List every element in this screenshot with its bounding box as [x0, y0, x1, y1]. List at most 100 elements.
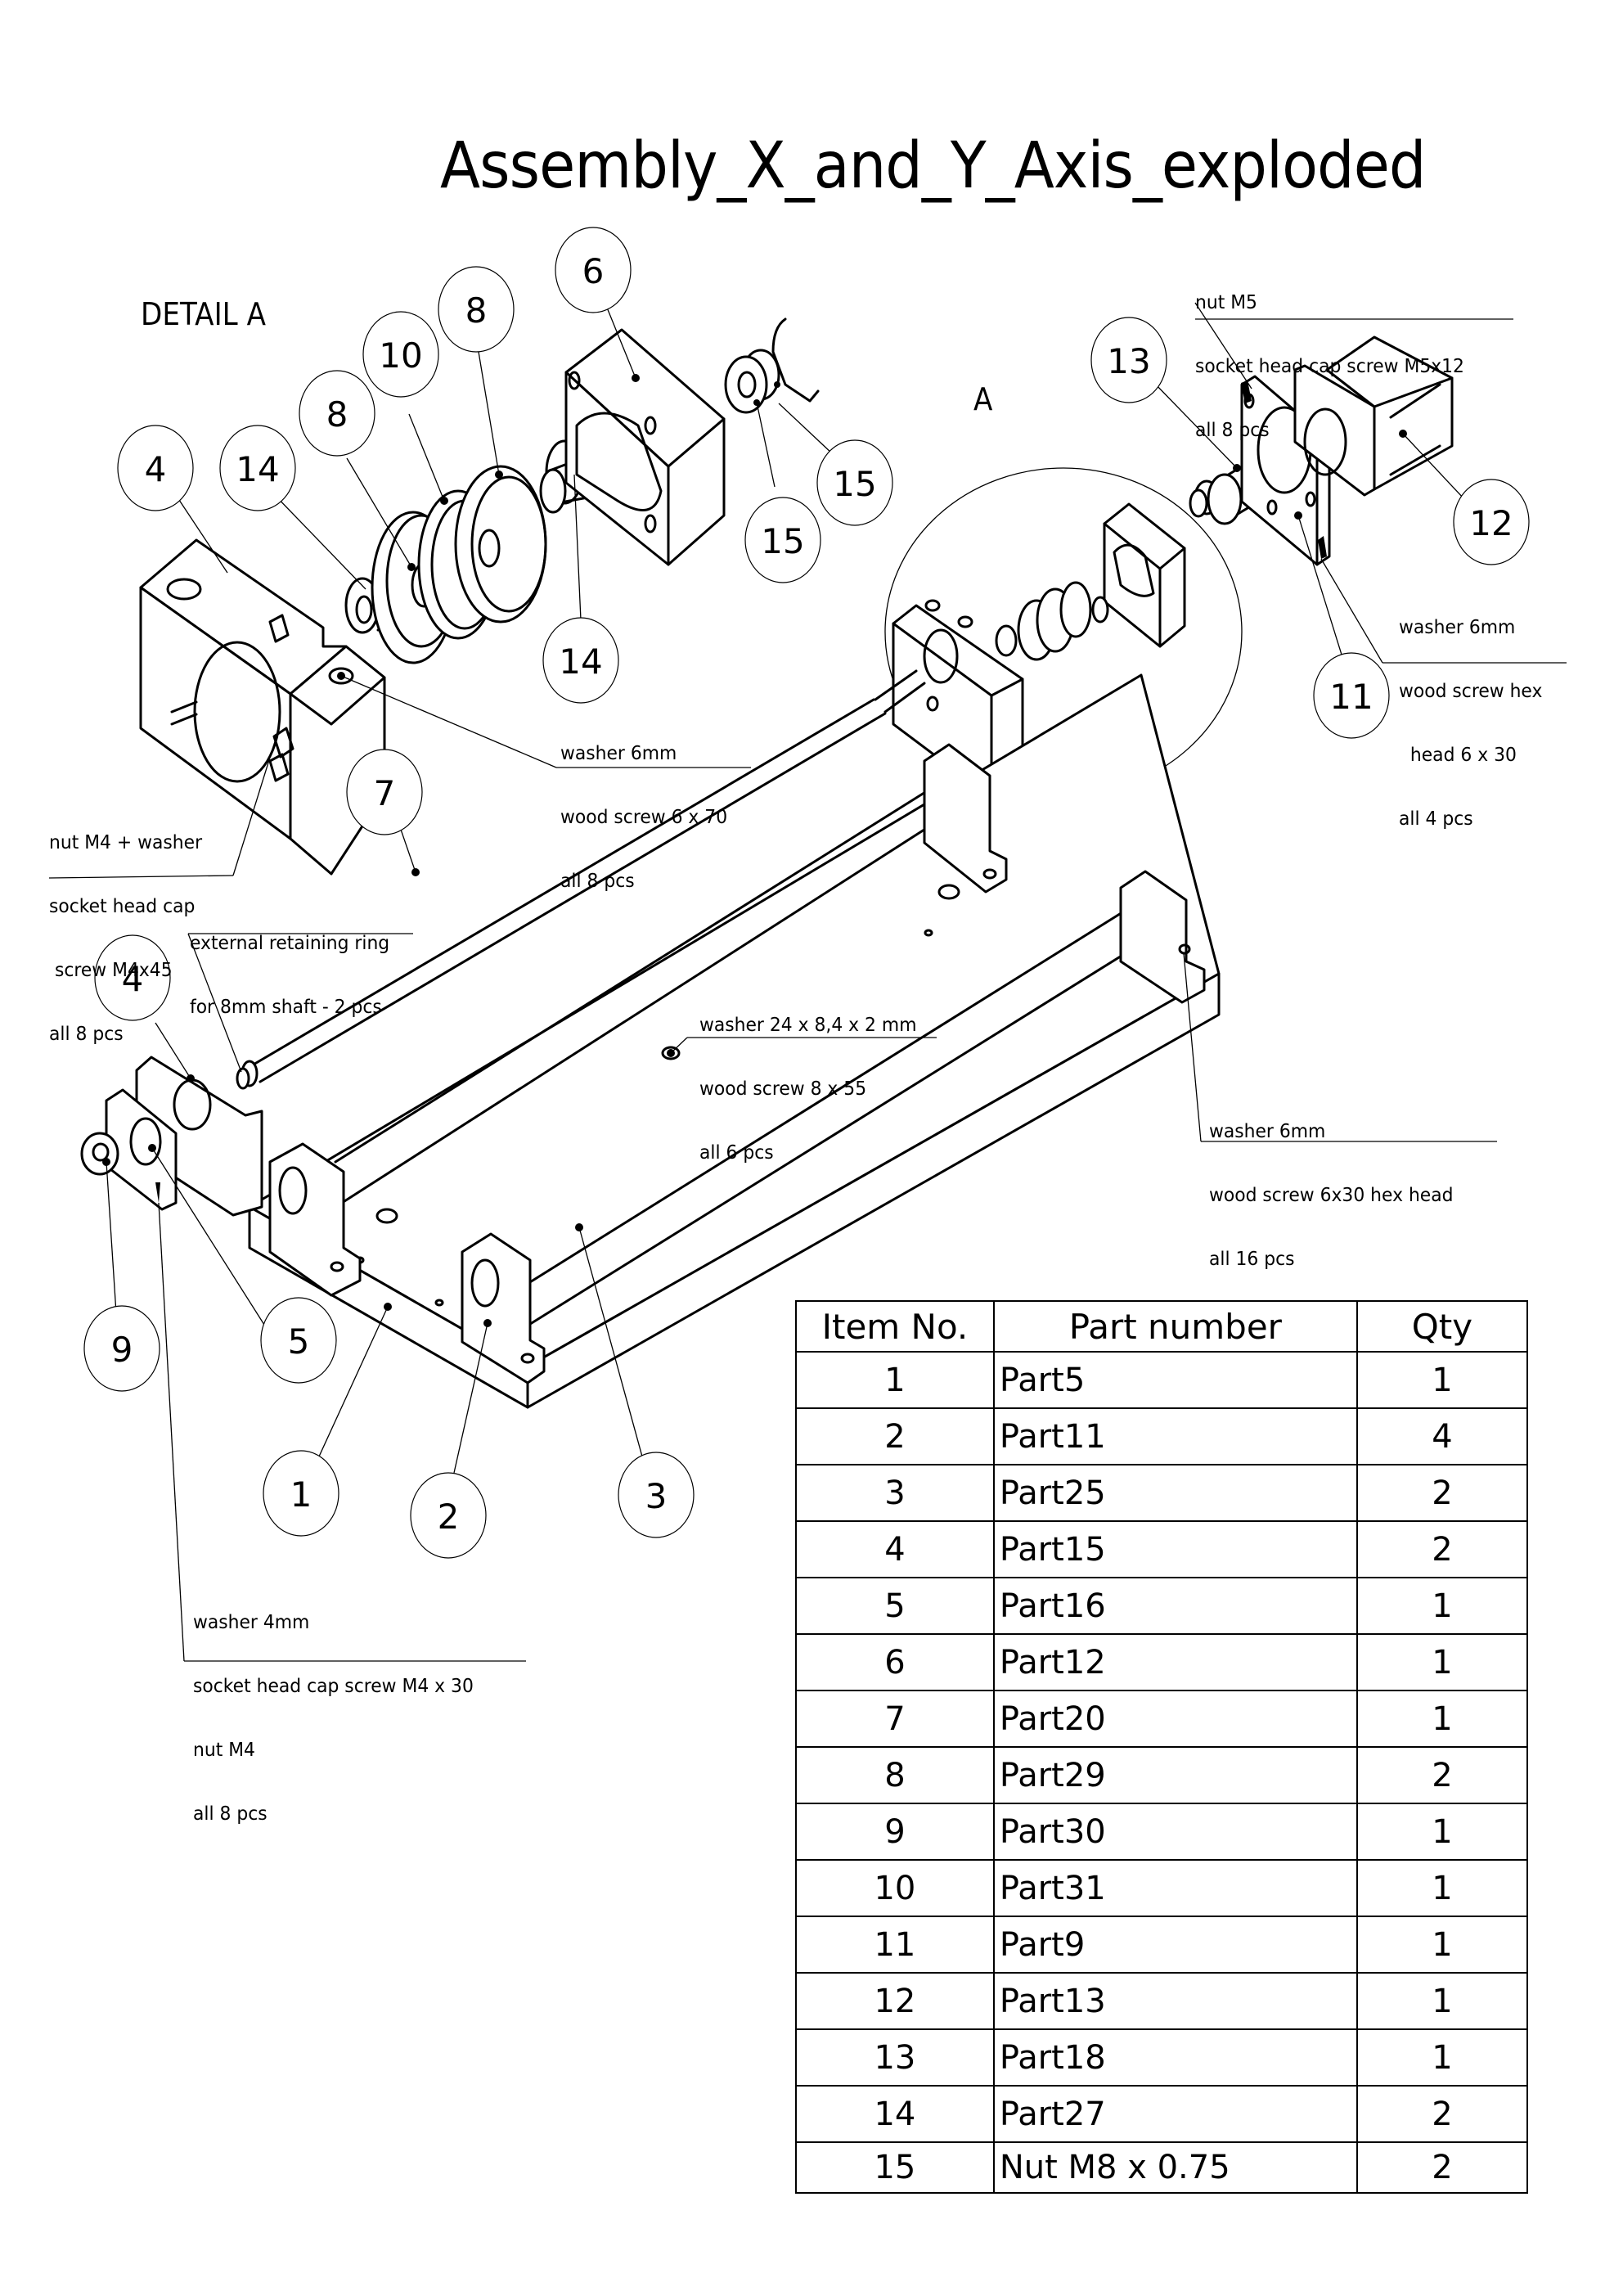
balloon-7: 7	[346, 749, 423, 835]
note-line: all 8 pcs	[560, 871, 635, 892]
bom-cell-part: Part30	[993, 1803, 1358, 1861]
balloon-label: 10	[379, 335, 422, 376]
note-retaining-ring: external retaining ring for 8mm shaft - …	[190, 890, 389, 1039]
note-line: external retaining ring	[190, 933, 390, 954]
part-stepper-motor-12	[1293, 335, 1454, 497]
bom-cell-qty: 1	[1355, 1690, 1529, 1748]
note-motor-screws: nut M5 socket head cap screw M5x12 all 8…	[1195, 250, 1464, 462]
balloon-1: 1	[263, 1450, 339, 1537]
note-support-screws: washer 6mm wood screw 6x30 hex head all …	[1209, 1078, 1454, 1291]
balloon-label: 14	[559, 642, 602, 682]
balloon-label: 8	[326, 394, 348, 434]
bom-cell-qty: 1	[1355, 2028, 1529, 2087]
part-coupling-set	[371, 465, 547, 664]
note-plate-screws: washer 4mm socket head cap screw M4 x 30…	[193, 1569, 474, 1846]
bom-cell-item: 8	[795, 1746, 995, 1804]
bom-cell-item: 3	[795, 1464, 995, 1522]
note-base-screws: washer 24 x 8,4 x 2 mm wood screw 8 x 55…	[699, 972, 916, 1185]
balloon-label: 12	[1469, 503, 1513, 543]
note-line: washer 24 x 8,4 x 2 mm	[699, 1015, 917, 1036]
bom-cell-item: 9	[795, 1803, 995, 1861]
balloon-label: 15	[761, 521, 804, 561]
note-line: socket head cap screw M4 x 30	[193, 1676, 474, 1697]
balloon-11: 11	[1313, 652, 1390, 739]
bom-cell-qty: 2	[1355, 2141, 1529, 2194]
bom-cell-item: 7	[795, 1690, 995, 1748]
bom-cell-qty: 1	[1355, 1633, 1529, 1691]
bom-cell-part: Part16	[993, 1577, 1358, 1635]
bom-cell-qty: 1	[1355, 1577, 1529, 1635]
bom-cell-item: 11	[795, 1916, 995, 1974]
note-line: wood screw hex	[1399, 681, 1543, 702]
note-line: all 8 pcs	[1195, 420, 1270, 441]
note-line: nut M5	[1195, 292, 1257, 313]
bom-cell-item: 13	[795, 2028, 995, 2087]
bom-cell-item: 15	[795, 2141, 995, 2194]
note-line: socket head cap	[49, 896, 196, 917]
note-line: all 8 pcs	[193, 1803, 268, 1825]
balloon-8-detail-b: 8	[438, 266, 515, 353]
balloon-6: 6	[555, 227, 632, 313]
part-nuts-15	[724, 317, 820, 414]
note-line: washer 6mm	[1399, 617, 1516, 638]
balloon-2: 2	[410, 1472, 487, 1559]
balloon-15-b: 15	[744, 497, 821, 583]
balloon-label: 14	[236, 449, 279, 489]
balloon-label: 5	[288, 1321, 310, 1362]
balloon-15-a: 15	[816, 439, 893, 526]
balloon-label: 15	[833, 464, 876, 504]
note-line: all 4 pcs	[1399, 808, 1473, 830]
note-bearing-screws: nut M4 + washer socket head cap screw M4…	[49, 790, 202, 1066]
note-line: all 8 pcs	[49, 1024, 124, 1045]
bom-cell-part: Part31	[993, 1859, 1358, 1917]
note-line: wood screw 6 x 70	[560, 807, 728, 828]
bom-cell-item: 5	[795, 1577, 995, 1635]
detail-circle-label: A	[973, 381, 993, 417]
bom-cell-part: Part15	[993, 1520, 1358, 1578]
bom-cell-qty: 1	[1355, 1859, 1529, 1917]
note-line: nut M4	[193, 1740, 255, 1761]
balloon-4-detail: 4	[117, 425, 194, 511]
balloon-8-detail-a: 8	[299, 370, 375, 457]
bom-cell-part: Part13	[993, 1972, 1358, 2030]
note-mount-screws: washer 6mm wood screw hex head 6 x 30 al…	[1399, 574, 1542, 851]
bom-cell-item: 10	[795, 1859, 995, 1917]
bom-cell-qty: 1	[1355, 1803, 1529, 1861]
bom-cell-item: 2	[795, 1407, 995, 1465]
balloon-3: 3	[618, 1452, 695, 1538]
part-rails-3	[334, 776, 1147, 1327]
detail-view-label: DETAIL A	[141, 296, 266, 332]
balloon-label: 4	[145, 449, 167, 489]
bom-cell-part: Part18	[993, 2028, 1358, 2087]
note-line: washer 4mm	[193, 1612, 310, 1633]
balloon-label: 8	[465, 290, 488, 331]
bom-cell-part: Part25	[993, 1464, 1358, 1522]
bom-cell-part: Part20	[993, 1690, 1358, 1748]
balloon-label: 2	[438, 1497, 460, 1537]
note-block-screws: washer 6mm wood screw 6 x 70 all 8 pcs	[560, 700, 727, 913]
balloon-4-end: 4	[94, 934, 171, 1021]
leader-lines	[48, 302, 1567, 1662]
part-bearing-housing-6	[564, 328, 726, 566]
balloon-10: 10	[362, 311, 439, 398]
balloon-label: 7	[374, 773, 396, 813]
balloon-label: 6	[582, 251, 605, 291]
balloon-13: 13	[1090, 317, 1167, 403]
bom-cell-item: 14	[795, 2085, 995, 2143]
balloon-label: 13	[1107, 341, 1150, 381]
note-line: nut M4 + washer	[49, 832, 203, 853]
balloon-14-detail: 14	[219, 425, 296, 511]
bom-cell-qty: 1	[1355, 1351, 1529, 1409]
note-line: washer 6mm	[1209, 1121, 1326, 1142]
